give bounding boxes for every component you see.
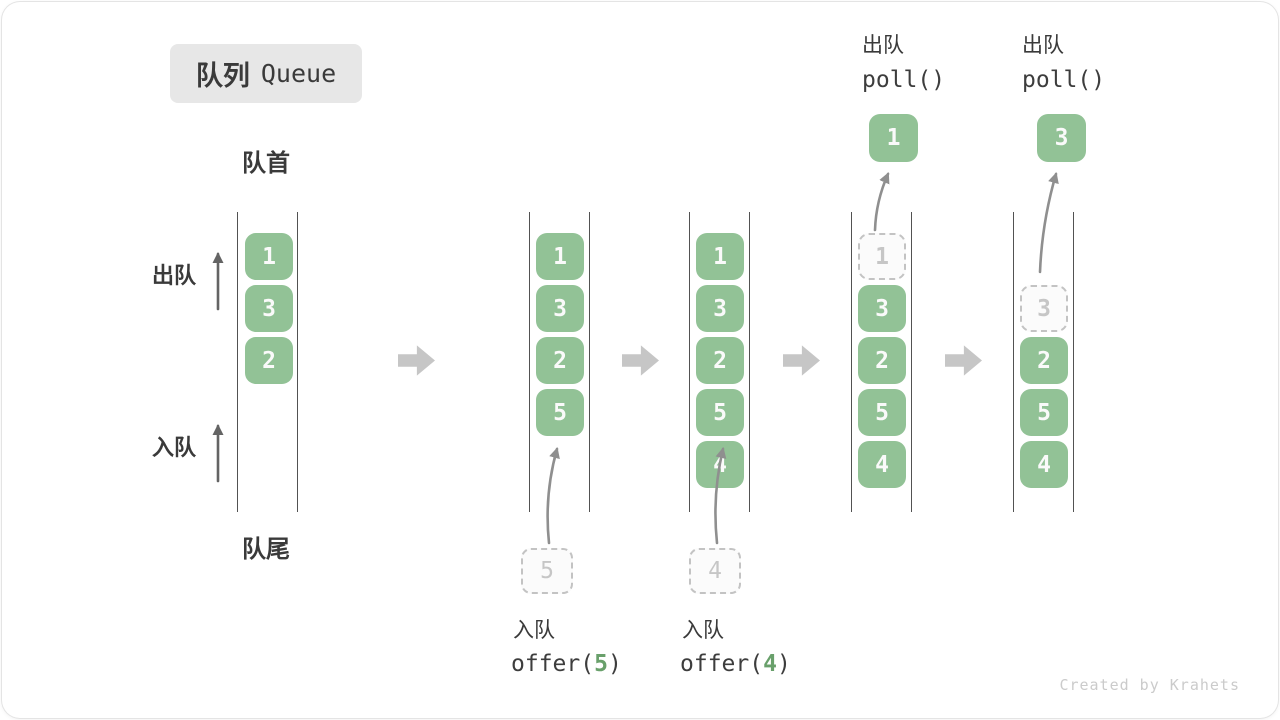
code-close: ) (607, 651, 622, 677)
queue-item: 3 (696, 285, 744, 332)
pending-item-4: 4 (689, 548, 741, 594)
queue-item: 4 (858, 441, 906, 488)
dequeue-op-label-2: 出队 (1022, 34, 1064, 57)
queue-item: 3 (536, 285, 584, 332)
code-close: ) (776, 651, 791, 677)
queue-item: 3 (245, 285, 293, 332)
queue-state-4: 1 3 2 5 4 (851, 212, 912, 512)
queue-item: 2 (245, 337, 293, 384)
queue-item: 2 (536, 337, 584, 384)
title-en: Queue (260, 59, 337, 88)
polled-item-1: 1 (869, 114, 918, 162)
enqueue-op-label-2: 入队 (682, 619, 724, 642)
enqueue-code-1: offer(5) (511, 653, 622, 676)
queue-item: 5 (1020, 389, 1068, 436)
queue-item: 2 (1020, 337, 1068, 384)
pending-item-5: 5 (521, 548, 573, 594)
queue-item: 5 (536, 389, 584, 436)
queue-item: 2 (696, 337, 744, 384)
code-fn: offer( (680, 651, 764, 677)
label-enqueue-side: 入队 (152, 435, 197, 460)
watermark: Created by Krahets (1059, 676, 1240, 694)
label-queue-rear: 队尾 (242, 536, 290, 563)
title-badge: 队列 Queue (170, 44, 362, 103)
queue-state-5: 3 2 5 4 (1013, 212, 1074, 512)
enqueue-op-label-1: 入队 (513, 619, 555, 642)
enqueue-code-2: offer(4) (680, 653, 791, 676)
queue-item: 2 (858, 337, 906, 384)
queue-item: 5 (858, 389, 906, 436)
polled-item-3: 3 (1037, 114, 1086, 162)
queue-item: 5 (696, 389, 744, 436)
code-fn: offer( (511, 651, 595, 677)
queue-state-1: 1 3 2 (237, 212, 298, 512)
code-arg: 4 (763, 651, 777, 677)
removed-item: 3 (1020, 285, 1068, 332)
label-dequeue-side: 出队 (152, 263, 197, 288)
removed-item: 1 (858, 233, 906, 280)
code-arg: 5 (594, 651, 608, 677)
queue-state-2: 1 3 2 5 (529, 212, 590, 512)
queue-item: 1 (696, 233, 744, 280)
dequeue-op-label-1: 出队 (862, 34, 904, 57)
label-queue-front: 队首 (242, 150, 290, 177)
queue-state-3: 1 3 2 5 4 (689, 212, 750, 512)
queue-item: 1 (536, 233, 584, 280)
dequeue-code-1: poll() (862, 67, 946, 93)
queue-item: 1 (245, 233, 293, 280)
dequeue-code-2: poll() (1022, 67, 1106, 93)
queue-item: 4 (696, 441, 744, 488)
queue-item: 3 (858, 285, 906, 332)
title-zh: 队列 (195, 61, 250, 91)
queue-item: 4 (1020, 441, 1068, 488)
